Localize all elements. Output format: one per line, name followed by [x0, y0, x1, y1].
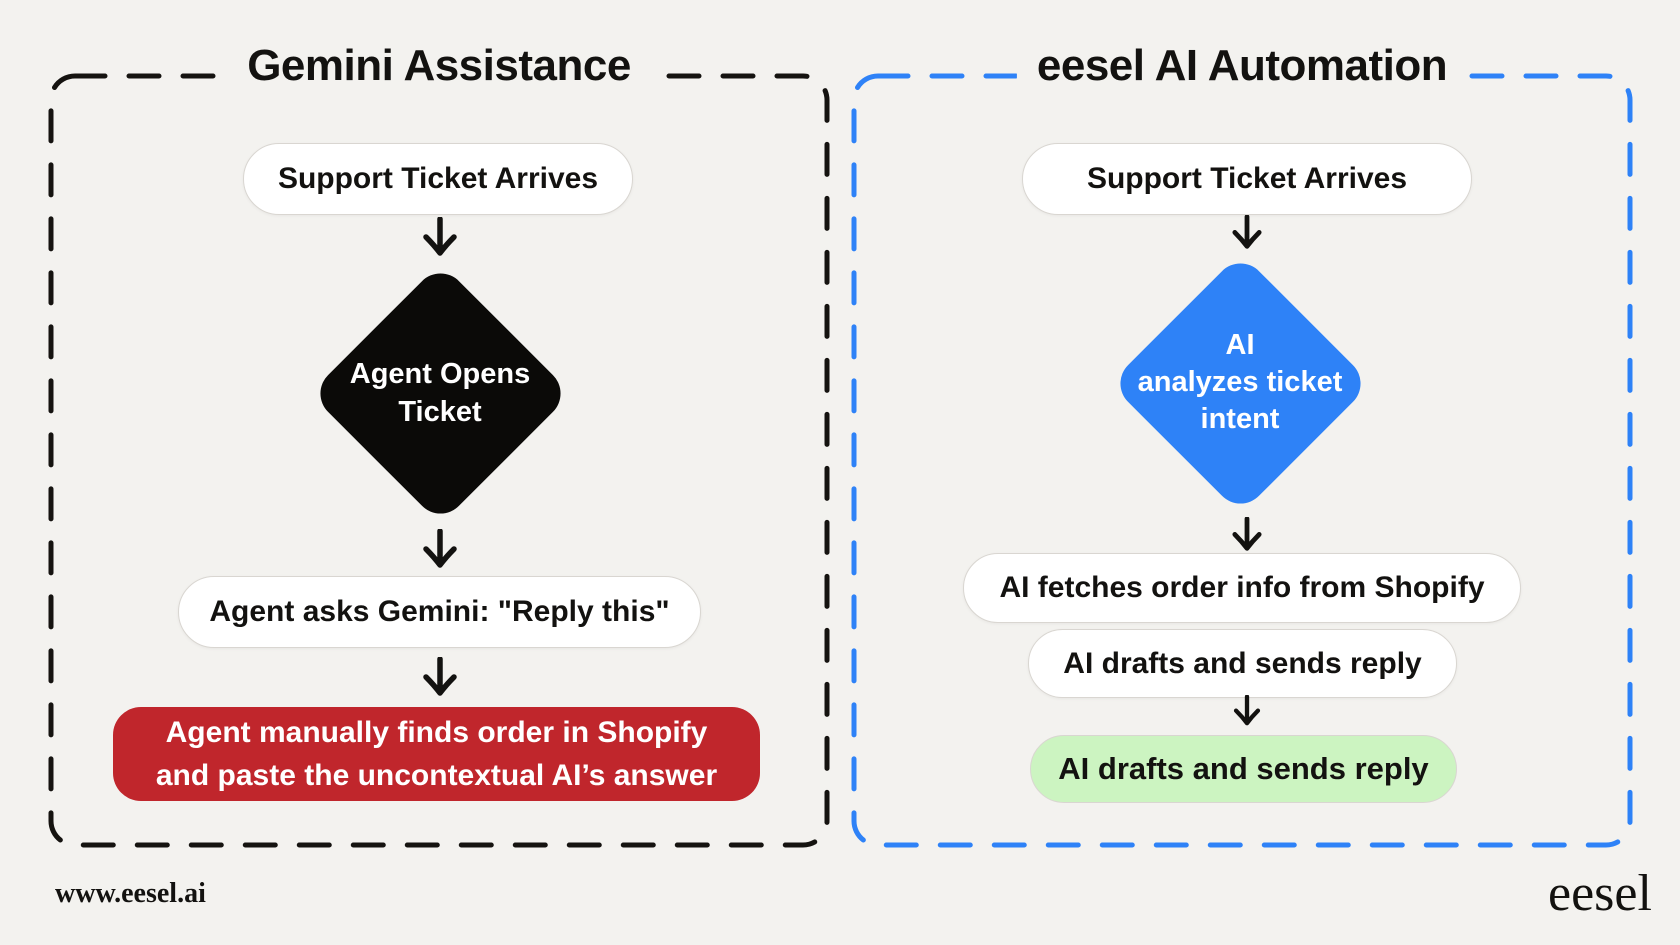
arrow-down-icon: [423, 217, 457, 256]
left-panel-title: Gemini Assistance: [227, 35, 651, 97]
node-ai-fetches-order-info: AI fetches order info from Shopify: [963, 553, 1521, 623]
arrow-down-icon: [1232, 215, 1262, 249]
panel-eesel-ai-automation: eesel AI Automation Support Ticket Arriv…: [851, 35, 1633, 848]
node-agent-manually-finds-order: Agent manually finds order in Shopify an…: [113, 707, 760, 801]
dashed-border-left-panel: [48, 73, 830, 848]
eesel-logo: eesel: [1548, 865, 1652, 922]
arrow-down-icon: [1233, 695, 1261, 726]
footer-website-url: www.eesel.ai: [55, 878, 206, 909]
arrow-down-icon: [423, 529, 457, 568]
right-panel-title: eesel AI Automation: [1016, 35, 1468, 97]
diamond-label-ai-analyzes-intent: AI analyzes ticket intent: [1137, 329, 1343, 435]
arrow-down-icon: [423, 657, 457, 696]
diamond-label-agent-opens-ticket: Agent Opens Ticket: [349, 358, 531, 428]
node-ai-drafts-reply: AI drafts and sends reply: [1028, 629, 1457, 698]
arrow-down-icon: [1232, 517, 1262, 551]
dashed-border-right-panel: [851, 73, 1633, 848]
node-support-ticket-arrives-right: Support Ticket Arrives: [1022, 143, 1472, 215]
node-support-ticket-arrives-left: Support Ticket Arrives: [243, 143, 633, 215]
node-agent-asks-gemini: Agent asks Gemini: "Reply this": [178, 576, 701, 648]
node-ai-drafts-reply-success: AI drafts and sends reply: [1030, 735, 1457, 803]
panel-gemini-assistance: Gemini Assistance Support Ticket Arrives…: [48, 35, 830, 848]
